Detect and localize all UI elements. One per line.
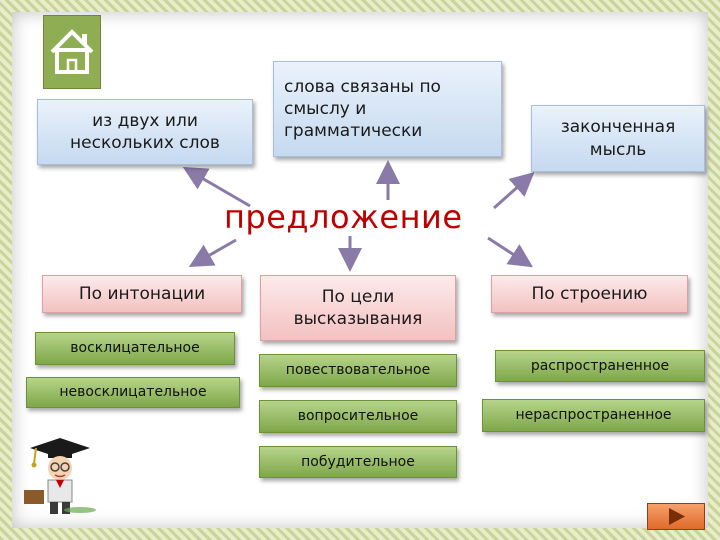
home-icon (50, 29, 94, 74)
arrow-to-right-top (493, 172, 535, 210)
item-exclamatory: восклицательное (35, 332, 235, 365)
arrow-to-right-bottom (487, 236, 534, 268)
arrow-to-left-top (182, 166, 251, 208)
play-next-icon (669, 508, 685, 525)
home-button[interactable] (43, 15, 101, 89)
next-slide-button[interactable] (647, 503, 705, 530)
category-by-structure: По строению (491, 275, 688, 313)
box-complete-thought: законченная мысль (531, 105, 705, 172)
item-non-exclamatory: невосклицательное (26, 377, 240, 408)
item-imperative: побудительное (259, 446, 457, 478)
item-non-extended: нераспространенное (482, 399, 705, 432)
item-extended: распространенное (495, 350, 705, 382)
center-word-sentence: предложение (224, 198, 463, 236)
graduate-boy-icon (24, 438, 96, 514)
item-interrogative: вопросительное (259, 400, 457, 433)
box-words-connected: слова связаны по смыслу и грамматически (273, 61, 502, 157)
item-narrative: повествовательное (259, 354, 457, 387)
category-by-intonation: По интонации (42, 275, 242, 313)
category-by-purpose: По цели высказывания (260, 275, 456, 341)
box-two-or-more-words: из двух или нескольких слов (37, 99, 253, 165)
arrow-to-left-bottom (188, 238, 237, 267)
